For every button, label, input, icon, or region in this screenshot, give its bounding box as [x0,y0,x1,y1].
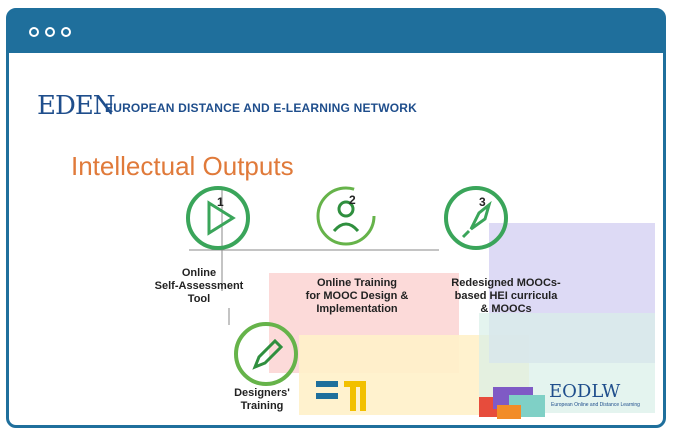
output-number: 2 [349,193,356,207]
modett-logo [316,381,366,411]
browser-window: EDEN EUROPEAN DISTANCE AND E-LEARNING NE… [6,8,666,428]
output-label: Designers' Training [234,387,290,413]
eodlw-title: EODLW [549,381,621,402]
person-cycle-icon [316,186,376,246]
window-controls [29,27,71,37]
org-name: EUROPEAN DISTANCE AND E-LEARNING NETWORK [105,101,418,115]
window-dot-icon[interactable] [45,27,55,37]
eodlw-logo: EODLW European Online and Distance Learn… [479,381,655,419]
eodlw-subtitle: European Online and Distance Learning [551,402,640,408]
window-dot-icon[interactable] [61,27,71,37]
eden-logo: EDEN [37,91,116,121]
output-label: Online Self-Assessment Tool [154,267,244,306]
rocket-icon [444,186,508,250]
window-dot-icon[interactable] [29,27,39,37]
output-number: 1 [217,195,224,209]
output-number: 3 [479,195,486,209]
window-content: EDEN EUROPEAN DISTANCE AND E-LEARNING NE… [9,53,663,425]
output-label: Online Training for MOOC Design & Implem… [305,277,409,316]
window-titlebar [9,11,663,53]
slide: EDEN EUROPEAN DISTANCE AND E-LEARNING NE… [19,63,655,419]
eodlw-logo-mark [479,387,545,419]
output-label: Redesigned MOOCs- based HEI curricula & … [451,277,561,316]
slide-title: Intellectual Outputs [71,151,294,181]
pencil-icon [234,322,298,386]
play-icon [186,186,250,250]
